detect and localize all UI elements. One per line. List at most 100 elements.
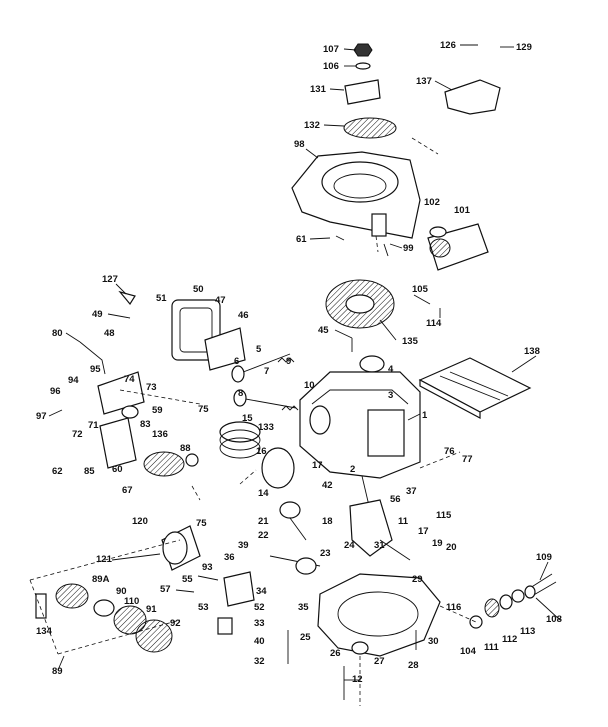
label-61: 61	[296, 234, 307, 245]
label-60: 60	[112, 464, 123, 475]
label-114: 114	[426, 318, 442, 329]
label-7: 7	[264, 366, 269, 377]
label-51: 51	[156, 293, 167, 304]
blower-housing-hardware	[343, 43, 397, 139]
label-3: 3	[388, 390, 393, 401]
dashed-leader-lines	[29, 137, 477, 706]
label-29: 29	[412, 574, 423, 585]
label-18: 18	[322, 516, 333, 527]
label-39: 39	[238, 540, 249, 551]
label-71: 71	[88, 420, 99, 431]
label-2: 2	[350, 464, 355, 475]
label-98: 98	[294, 139, 305, 150]
label-135: 135	[402, 336, 419, 347]
label-110: 110	[124, 596, 139, 607]
muffler	[427, 223, 489, 271]
label-12: 12	[352, 674, 363, 685]
label-113: 113	[520, 626, 535, 637]
label-138: 138	[524, 346, 540, 357]
label-126: 126	[440, 40, 456, 51]
right-side-parts	[469, 573, 557, 629]
label-24: 24	[344, 540, 355, 551]
label-49: 49	[92, 309, 103, 320]
label-28: 28	[408, 660, 419, 671]
label-6: 6	[234, 356, 239, 367]
label-80: 80	[52, 328, 63, 339]
label-4: 4	[388, 364, 394, 375]
label-30: 30	[428, 636, 439, 647]
label-50: 50	[193, 284, 204, 295]
label-95: 95	[90, 364, 101, 375]
label-10: 10	[304, 380, 315, 391]
callout-labels: 107 106 126 129 137 131 132 98 102 101 6…	[36, 40, 562, 685]
label-55: 55	[182, 574, 193, 585]
label-35: 35	[298, 602, 309, 613]
label-25: 25	[300, 632, 311, 643]
label-23: 23	[320, 548, 331, 559]
label-15: 15	[242, 413, 253, 424]
label-leaders	[48, 44, 561, 681]
label-16: 16	[256, 446, 267, 457]
label-22: 22	[258, 530, 269, 541]
label-8: 8	[238, 388, 243, 399]
label-129: 129	[516, 42, 532, 53]
label-120: 120	[132, 516, 148, 527]
label-74: 74	[124, 374, 135, 385]
label-27: 27	[374, 656, 385, 667]
label-59: 59	[152, 405, 163, 416]
label-53: 53	[198, 602, 209, 613]
engine-block	[299, 371, 421, 479]
label-5: 5	[256, 344, 262, 355]
piston-rings	[219, 421, 295, 489]
label-1: 1	[422, 410, 428, 421]
label-21: 21	[258, 516, 269, 527]
label-131: 131	[310, 84, 327, 95]
label-67: 67	[122, 485, 133, 496]
label-36: 36	[224, 552, 235, 563]
label-109: 109	[536, 552, 552, 563]
label-56: 56	[390, 494, 401, 505]
label-9: 9	[286, 356, 291, 367]
ignition-module	[161, 525, 201, 571]
valve-train	[231, 353, 299, 411]
label-121: 121	[96, 554, 113, 565]
label-136: 136	[152, 429, 168, 440]
label-62: 62	[52, 466, 63, 477]
label-72: 72	[72, 429, 83, 440]
label-83: 83	[140, 419, 151, 430]
label-97: 97	[36, 411, 47, 422]
label-108: 108	[546, 614, 562, 625]
label-132: 132	[304, 120, 320, 131]
mounting-bracket	[444, 79, 501, 115]
connecting-rod-camshaft	[269, 501, 321, 575]
carburetor-assembly	[79, 290, 246, 477]
label-102: 102	[424, 197, 440, 208]
label-99: 99	[403, 243, 414, 254]
label-91: 91	[146, 604, 157, 615]
label-45: 45	[318, 325, 329, 336]
label-133: 133	[258, 422, 274, 433]
label-104: 104	[460, 646, 477, 657]
label-47: 47	[215, 295, 226, 306]
label-134: 134	[36, 626, 53, 637]
label-75a: 75	[198, 404, 209, 415]
label-26: 26	[330, 648, 341, 659]
label-40: 40	[254, 636, 265, 647]
label-89A: 89A	[92, 574, 110, 585]
owners-manual-book	[418, 357, 532, 419]
label-85: 85	[84, 466, 95, 477]
label-17b: 17	[418, 526, 429, 537]
label-92: 92	[170, 618, 181, 629]
flywheel	[325, 279, 395, 373]
label-88: 88	[180, 443, 191, 454]
label-116: 116	[446, 602, 461, 613]
label-101: 101	[454, 205, 471, 216]
label-96: 96	[50, 386, 61, 397]
label-37: 37	[406, 486, 417, 497]
label-57: 57	[160, 584, 171, 595]
lower-left-parts	[35, 571, 255, 653]
label-14: 14	[258, 488, 269, 499]
label-32: 32	[254, 656, 265, 667]
small-fasteners	[111, 235, 417, 700]
